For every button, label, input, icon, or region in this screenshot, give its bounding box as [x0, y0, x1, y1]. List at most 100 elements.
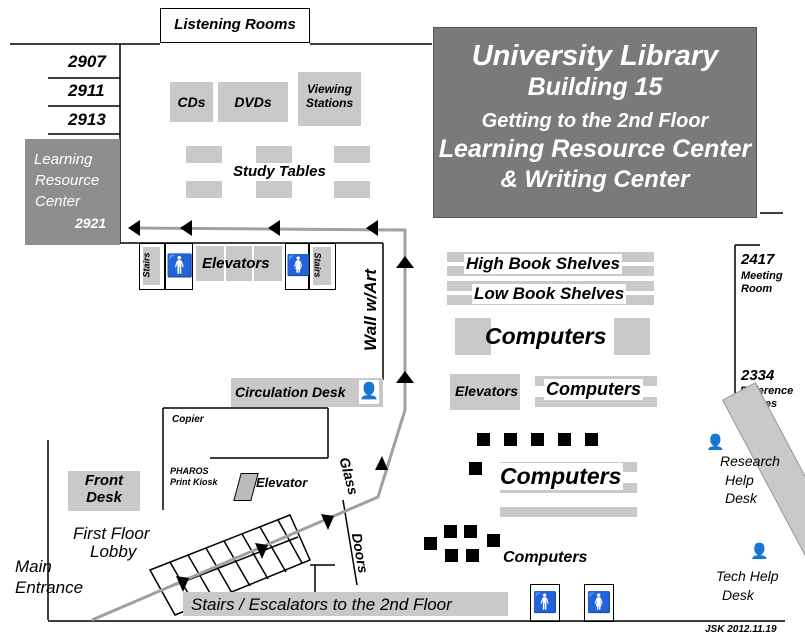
first-floor-line1: First Floor [73, 524, 150, 543]
study-table [256, 181, 292, 198]
tech-staff-icon: 👤 [750, 542, 769, 562]
meeting-line2: Room [741, 283, 773, 295]
title-line1: University Library [471, 40, 719, 72]
computer-square [558, 433, 571, 446]
front-desk: Front Desk [68, 471, 140, 511]
wall-art-label: Wall w/Art [360, 269, 380, 351]
staff-icon: 👤 [359, 380, 379, 404]
research-line1: Research [720, 453, 780, 469]
main-line1: Main [15, 557, 52, 576]
research-staff-icon: 👤 [706, 433, 725, 453]
stairs-left: Stairs [139, 243, 165, 290]
computer-square [424, 537, 437, 550]
room-2907: 2907 [68, 52, 106, 71]
computers-lower-row [500, 507, 637, 517]
lrc-line2: Resource [35, 172, 100, 189]
dvds-label: DVDs [234, 94, 272, 110]
elevator-block [196, 246, 224, 281]
computer-square [487, 534, 500, 547]
computer-square [531, 433, 544, 446]
computer-square [466, 549, 479, 562]
pharos-line2: Print Kiosk [170, 477, 218, 487]
viewing-line2: Stations [305, 96, 354, 110]
lrc-box: Learning Resource Center 2921 [25, 139, 120, 245]
route-path [91, 226, 407, 622]
title-line2: Building 15 [527, 73, 663, 101]
room-2913: 2913 [68, 110, 106, 129]
front-line1: Front [84, 472, 124, 489]
elevator-block [254, 246, 282, 281]
cds-label: CDs [177, 94, 206, 110]
meeting-line1: Meeting [741, 270, 783, 282]
lrc-line1: Learning [34, 151, 93, 168]
lrc-room: 2921 [75, 215, 107, 231]
high-shelves-label: High Book Shelves [464, 254, 622, 274]
meeting-room-number: 2417 [741, 251, 775, 268]
study-table [186, 181, 222, 198]
computers-row [535, 397, 657, 407]
computers-lower-label: Computers [498, 463, 624, 490]
study-table [186, 146, 222, 163]
title-line5: & Writing Center [500, 166, 690, 193]
study-table [334, 146, 370, 163]
computer-desk [614, 318, 650, 355]
low-shelves-label: Low Book Shelves [472, 284, 627, 304]
man-icon: 🚹 [166, 253, 194, 278]
lrc-line3: Center [35, 193, 81, 210]
restroom-men-top: 🚹 [165, 243, 193, 290]
study-tables-label: Study Tables [233, 163, 326, 180]
computer-square [477, 433, 490, 446]
study-table [256, 146, 292, 163]
man-icon: 🚹 [532, 592, 558, 614]
tech-line1: Tech Help [716, 568, 779, 584]
main-line2: Entrance [15, 578, 84, 597]
stairs-left-label: Stairs [141, 252, 152, 278]
restroom-women-top: 🚺 [285, 243, 311, 290]
cds-shelf: CDs [170, 82, 213, 122]
title-block: University Library Building 15 Getting t… [433, 27, 757, 218]
ref-number: 2334 [741, 367, 775, 384]
woman-icon: 🚺 [286, 255, 311, 277]
study-table [334, 181, 370, 198]
stairs-escalators-label: Stairs / Escalators to the 2nd Floor [191, 595, 452, 614]
stairs-right-label: Stairs [312, 252, 323, 278]
title-line3: Getting to the 2nd Floor [481, 110, 709, 132]
elevators2-box [450, 374, 520, 410]
viewing-stations: Viewing Stations [298, 72, 361, 126]
circulation-desk: Circulation Desk 👤 [231, 378, 383, 407]
listening-rooms-box: Listening Rooms [160, 8, 310, 43]
viewing-line1: Viewing [307, 82, 352, 96]
computer-square [585, 433, 598, 446]
listening-rooms-label: Listening Rooms [174, 16, 296, 33]
restroom-men-bottom: 🚹 [530, 584, 560, 622]
tech-line2: Desk [722, 587, 754, 603]
computer-square [444, 525, 457, 538]
elevators2-label: Elevators [455, 383, 519, 399]
research-line3: Desk [725, 490, 757, 506]
title-line4: Learning Resource Center [438, 135, 752, 163]
computer-square [445, 549, 458, 562]
woman-icon: 🚺 [586, 592, 612, 614]
elevator-label: Elevator [256, 475, 308, 490]
dvds-shelf: DVDs [218, 82, 288, 122]
computer-square [504, 433, 517, 446]
elevators-label: Elevators [202, 255, 270, 272]
credit: JSK 2012.11.19 [705, 624, 777, 635]
research-line2: Help [725, 472, 754, 488]
computer-square [469, 462, 482, 475]
elevator-block [226, 246, 252, 281]
stairs-right: Stairs [309, 243, 336, 290]
computers-mid-label: Computers [544, 379, 644, 400]
front-line2: Desk [86, 489, 122, 506]
computers-small-label: Computers [503, 549, 588, 566]
computers-big-label: Computers [485, 323, 607, 349]
pharos-line1: PHAROS [170, 466, 209, 476]
computer-square [464, 525, 477, 538]
room-2911: 2911 [68, 81, 105, 100]
route-arrows [128, 220, 414, 592]
stairs-escalators-banner: Stairs / Escalators to the 2nd Floor [183, 592, 508, 616]
copier-label: Copier [172, 414, 204, 425]
first-floor-line2: Lobby [90, 542, 137, 561]
restroom-women-bottom: 🚺 [584, 584, 614, 622]
computer-desk [455, 318, 491, 355]
